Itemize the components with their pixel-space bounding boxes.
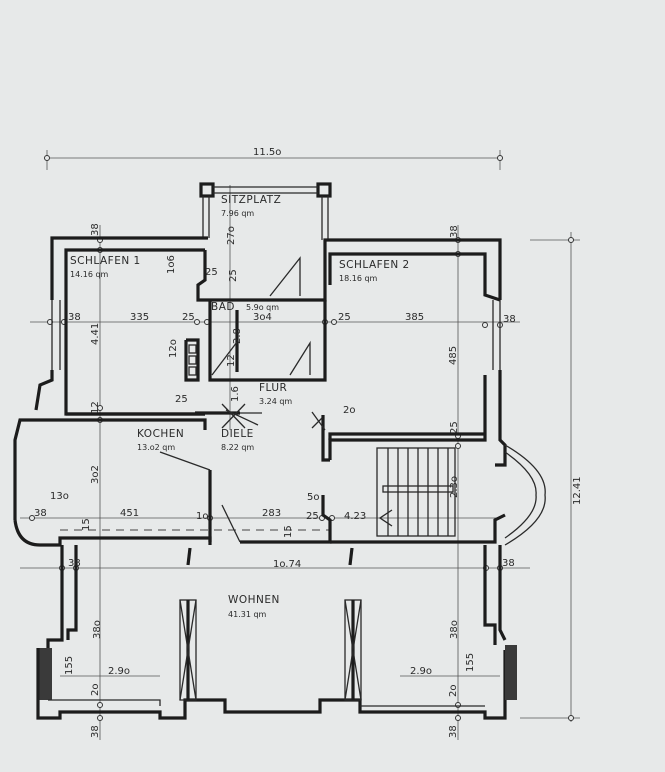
room-name-schlafen-2: SCHLAFEN 2 xyxy=(339,259,410,271)
dim-label: 38 xyxy=(68,312,81,323)
dim-label: 38 xyxy=(502,558,515,569)
dim-label: 1o xyxy=(196,511,208,522)
dim-label: 15 xyxy=(81,518,92,531)
dim-label: 1.6 xyxy=(230,386,241,402)
dim-label: 15 xyxy=(283,525,294,538)
dim-label: 38 xyxy=(34,508,47,519)
room-name-wohnen: WOHNEN xyxy=(228,594,280,606)
dim-label: 451 xyxy=(120,508,139,519)
dim-label: 5o xyxy=(307,492,319,503)
room-area-flur: 3.24 qm xyxy=(259,397,292,406)
dim-label: 3o4 xyxy=(253,312,272,323)
dim-label: 13o xyxy=(50,491,69,502)
dim-label: 155 xyxy=(465,653,476,672)
dim-label: 25 xyxy=(182,312,195,323)
room-name-bad: BAD xyxy=(211,301,235,313)
dim-label: 25 xyxy=(205,267,218,278)
dim-label: 27o xyxy=(226,226,237,245)
room-name-sitzplatz: SITZPLATZ xyxy=(221,194,281,206)
room-name-kochen: KOCHEN xyxy=(137,428,184,440)
dim-label: 2.8 xyxy=(232,328,243,344)
dim-label: 2o xyxy=(343,405,355,416)
dim-label: 38 xyxy=(448,725,459,738)
room-name-flur: FLUR xyxy=(259,382,287,394)
dim-label: 38o xyxy=(449,620,460,639)
dim-label: 38 xyxy=(90,223,101,236)
dim-label: 38o xyxy=(92,620,103,639)
room-area-wohnen: 41.31 qm xyxy=(228,610,267,619)
dim-label: 12o xyxy=(168,339,179,358)
dim-label: 3o2 xyxy=(90,465,101,484)
room-name-diele: DIELE xyxy=(221,428,254,440)
dim-label: 283 xyxy=(262,508,281,519)
dim-label: 12 xyxy=(90,401,101,414)
dim-label: 25 xyxy=(228,269,239,282)
dim-label: 485 xyxy=(448,346,459,365)
walls xyxy=(13,182,546,720)
room-area-sitzplatz: 7.96 qm xyxy=(221,209,254,218)
dimension-labels: 11.5o 38 1o6 25 25 38 335 25 3o4 25 385 … xyxy=(34,147,583,738)
room-name-schlafen-1: SCHLAFEN 1 xyxy=(70,255,141,267)
dim-label: 38 xyxy=(503,314,516,325)
dim-label: 2.3o xyxy=(449,476,460,498)
dim-label: 25 xyxy=(306,511,319,522)
dim-label: 2o xyxy=(448,685,459,697)
room-labels: SITZPLATZ 7.96 qm SCHLAFEN 1 14.16 qm SC… xyxy=(70,194,410,619)
dim-label: 2.9o xyxy=(410,666,432,677)
room-area-schlafen-1: 14.16 qm xyxy=(70,270,109,279)
room-area-diele: 8.22 qm xyxy=(221,443,254,452)
dim-label: 11.5o xyxy=(253,147,281,158)
dim-label: 2o xyxy=(90,684,101,696)
dim-label: 1o6 xyxy=(166,255,177,274)
dim-label: 38 xyxy=(90,725,101,738)
dim-label: 335 xyxy=(130,312,149,323)
dim-label: 25 xyxy=(338,312,351,323)
dim-label: 385 xyxy=(405,312,424,323)
dim-label: 155 xyxy=(64,656,75,675)
dim-label: 4.41 xyxy=(90,323,101,345)
dimension-lines xyxy=(20,150,580,740)
dim-label: 12.41 xyxy=(572,476,583,505)
dim-label: 25 xyxy=(175,394,188,405)
dim-label: 2.9o xyxy=(108,666,130,677)
room-area-schlafen-2: 18.16 qm xyxy=(339,274,378,283)
dim-label: 25 xyxy=(449,421,460,434)
dim-label: 38 xyxy=(68,558,81,569)
room-area-kochen: 13.o2 qm xyxy=(137,443,175,452)
dim-label: 38 xyxy=(449,225,460,238)
room-area-bad: 5.9o qm xyxy=(246,303,279,312)
dim-label: 4.23 xyxy=(344,511,366,522)
dim-label: 1o.74 xyxy=(273,559,301,570)
dim-label: 12 xyxy=(226,354,237,367)
